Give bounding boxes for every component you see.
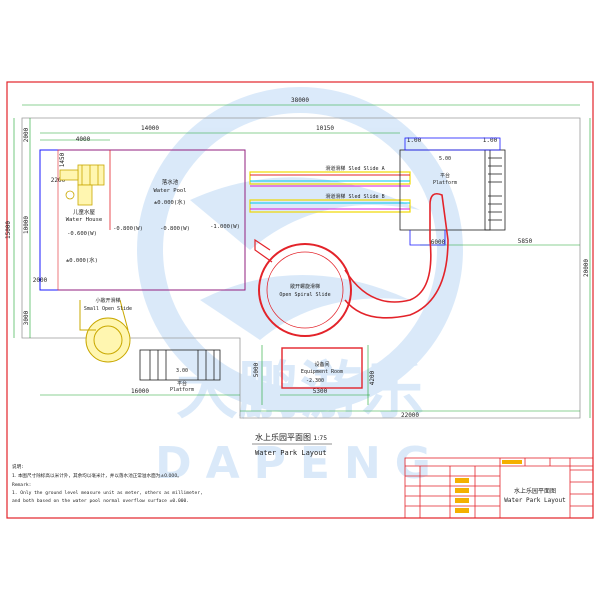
bottom-platform bbox=[139, 349, 221, 381]
title-block-text: 水上乐园平面图 Water Park Layout bbox=[504, 487, 566, 504]
dim-left-mid: 10000 bbox=[23, 216, 30, 234]
water-pool-inner bbox=[57, 149, 246, 291]
water-pool-en: Water Pool bbox=[153, 188, 186, 194]
equipment-room bbox=[281, 347, 363, 389]
platform-level: 5.00 bbox=[439, 156, 451, 162]
title-block bbox=[404, 457, 594, 519]
equipment-text: 设备间 Equipment Room -2.300 bbox=[301, 361, 343, 384]
bottom-platform-text: 3.00 平台 Platform bbox=[170, 368, 194, 393]
sled-texts: 滑道滑梯 Sled Slide A 滑道滑梯 Sled Slide B bbox=[325, 165, 384, 200]
bottom-platform-en: Platform bbox=[170, 387, 194, 393]
watermark-en: DAPENG bbox=[155, 438, 445, 489]
spiral-text: 敞开螺旋滑梯 Open Spiral Slide bbox=[279, 283, 330, 298]
spiral-cn: 敞开螺旋滑梯 bbox=[290, 283, 320, 290]
titleblock-cn: 水上乐园平面图 bbox=[514, 487, 556, 495]
small-slide-en: Small Open Slide bbox=[84, 306, 132, 312]
platform-en: Platform bbox=[433, 180, 457, 186]
title-cn: 水上乐园平面图 1:75 bbox=[255, 432, 327, 442]
titleblock-en: Water Park Layout bbox=[504, 497, 566, 504]
title-en: Water Park Layout bbox=[255, 449, 327, 457]
watermark-cn: 大鹏游乐 bbox=[176, 354, 424, 427]
dim-left-height: 15000 bbox=[5, 221, 12, 239]
notes-heading-en: Remark: bbox=[12, 482, 31, 488]
dim-equip-height: 4200 bbox=[369, 370, 376, 385]
small-open-slide bbox=[79, 299, 131, 363]
drawing-frame bbox=[6, 81, 594, 519]
dim-bottom-overall: 22000 bbox=[401, 412, 419, 419]
level-c: -0.800(W) bbox=[160, 226, 190, 232]
notes-line1-en: 1. Only the ground level measure unit as… bbox=[12, 490, 203, 496]
dim-right-height: 20000 bbox=[583, 259, 590, 277]
watermark-emblem bbox=[137, 87, 463, 413]
equipment-en: Equipment Room bbox=[301, 369, 343, 375]
sled-slide-a bbox=[249, 171, 411, 187]
dim-top-right-mark2: 1.00 bbox=[483, 137, 498, 144]
bottom-platform-level: 3.00 bbox=[176, 368, 188, 374]
kids-house-cn: 儿童水屋 bbox=[73, 208, 96, 216]
level-a: -0.600(W) bbox=[67, 231, 97, 237]
kids-house-en: Water House bbox=[66, 217, 102, 223]
bottom-platform-cn: 平台 bbox=[177, 380, 187, 387]
site-outline bbox=[21, 117, 581, 419]
sled-b-label: 滑道滑梯 Sled Slide B bbox=[325, 193, 384, 200]
water-pool-cn: 落水池 bbox=[162, 178, 179, 186]
dim-small-top: 4000 bbox=[76, 136, 91, 143]
dim-house-w: 1450 bbox=[59, 152, 66, 167]
level-b: -0.800(W) bbox=[113, 226, 143, 232]
dim-top-right-mark: 1.00 bbox=[407, 137, 422, 144]
platform-cn: 平台 bbox=[440, 172, 450, 179]
open-spiral-slide bbox=[254, 192, 449, 337]
notes-line1-cn: 1. 本图尺寸除标高以米计外，其余均以毫米计，并以落水池正常溢水面为±0.000… bbox=[12, 472, 182, 479]
watermark-wing bbox=[190, 177, 420, 250]
dim-platform-right-small: 6000 bbox=[431, 239, 446, 246]
kids-water-house bbox=[59, 164, 105, 206]
top-platform bbox=[399, 137, 506, 246]
small-slide-cn: 小敞开滑梯 bbox=[95, 297, 120, 304]
dimension-lines bbox=[13, 104, 591, 418]
notes: 说明: 1. 本图尺寸除标高以米计外，其余均以毫米计，并以落水池正常溢水面为±0… bbox=[12, 463, 203, 504]
sled-slide-b bbox=[249, 199, 411, 213]
water-pool-text: 落水池 Water Pool ±0.000(水) 儿童水屋 Water Hous… bbox=[66, 178, 240, 264]
sled-a-label: 滑道滑梯 Sled Slide A bbox=[325, 165, 384, 172]
dim-bottom-equipment: 5300 bbox=[313, 388, 328, 395]
watermark: 大鹏游乐 DAPENG bbox=[137, 87, 463, 489]
top-platform-text: 5.00 平台 Platform bbox=[433, 156, 457, 186]
equipment-level: -2.300 bbox=[306, 378, 324, 384]
water-pool-level: ±0.000(水) bbox=[154, 198, 186, 206]
dim-left-upper: 2000 bbox=[23, 127, 30, 142]
dim-left-block: 14000 bbox=[141, 125, 159, 132]
equipment-cn: 设备间 bbox=[314, 361, 329, 368]
drawing-title: 水上乐园平面图 1:75 Water Park Layout bbox=[252, 432, 332, 457]
dim-left-side-small: 5000 bbox=[253, 362, 260, 377]
dim-overall-width: 38000 bbox=[291, 97, 309, 104]
level-e: ±0.000(水) bbox=[66, 256, 98, 264]
level-d: -1.000(W) bbox=[210, 224, 240, 230]
notes-heading-cn: 说明: bbox=[12, 463, 24, 470]
notes-line2-en: and both based on the water pool normal … bbox=[12, 498, 189, 504]
dim-platform-right: 5850 bbox=[518, 238, 533, 245]
watermark-wing bbox=[200, 275, 410, 340]
dim-left-bottom: 3000 bbox=[23, 310, 30, 325]
spiral-en: Open Spiral Slide bbox=[279, 292, 330, 298]
dim-bottom-left: 16000 bbox=[131, 388, 149, 395]
small-slide-text: 小敞开滑梯 Small Open Slide bbox=[84, 297, 132, 312]
dim-right-block: 10150 bbox=[316, 125, 334, 132]
